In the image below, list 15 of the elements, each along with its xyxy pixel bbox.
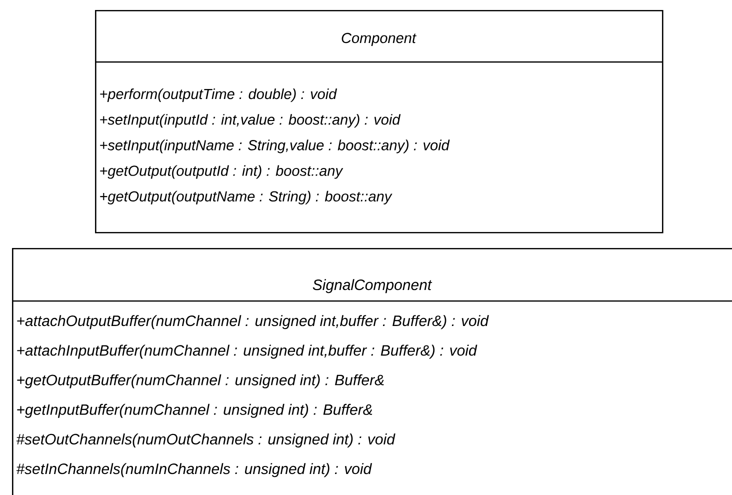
method-signature: +setInput(inputId : int,value : boost::any) : void <box>100 114 401 128</box>
class-name: Component <box>342 32 416 46</box>
method-signature: #setInChannels(numInChannels : unsigned int) : void <box>16 463 372 478</box>
method-signature: +attachOutputBuffer(numChannel : unsigned int,buffer : Buffer&) : void <box>17 315 489 330</box>
class-name: SignalComponent <box>312 279 432 294</box>
method-signature: +getInputBuffer(numChannel : unsigned int) : Buffer& <box>17 404 372 418</box>
method-signature: #setOutChannels(numOutChannels : unsigned int) : void <box>16 434 396 448</box>
method-signature: +setInput(inputName : String,value : boost::any) : void <box>100 140 450 154</box>
method-signature: +attachInputBuffer(numChannel : unsigned int,buffer : Buffer&) : void <box>17 344 478 359</box>
class-box <box>95 10 664 234</box>
method-signature: +getOutput(outputName : String) : boost::any <box>100 190 392 204</box>
method-signature: +perform(outputTime : double) : void <box>100 88 338 102</box>
method-signature: +getOutput(outputId : int) : boost::any <box>100 165 344 179</box>
class-box <box>12 248 732 495</box>
method-signature: +getOutputBuffer(numChannel : unsigned int) : Buffer& <box>17 374 384 388</box>
